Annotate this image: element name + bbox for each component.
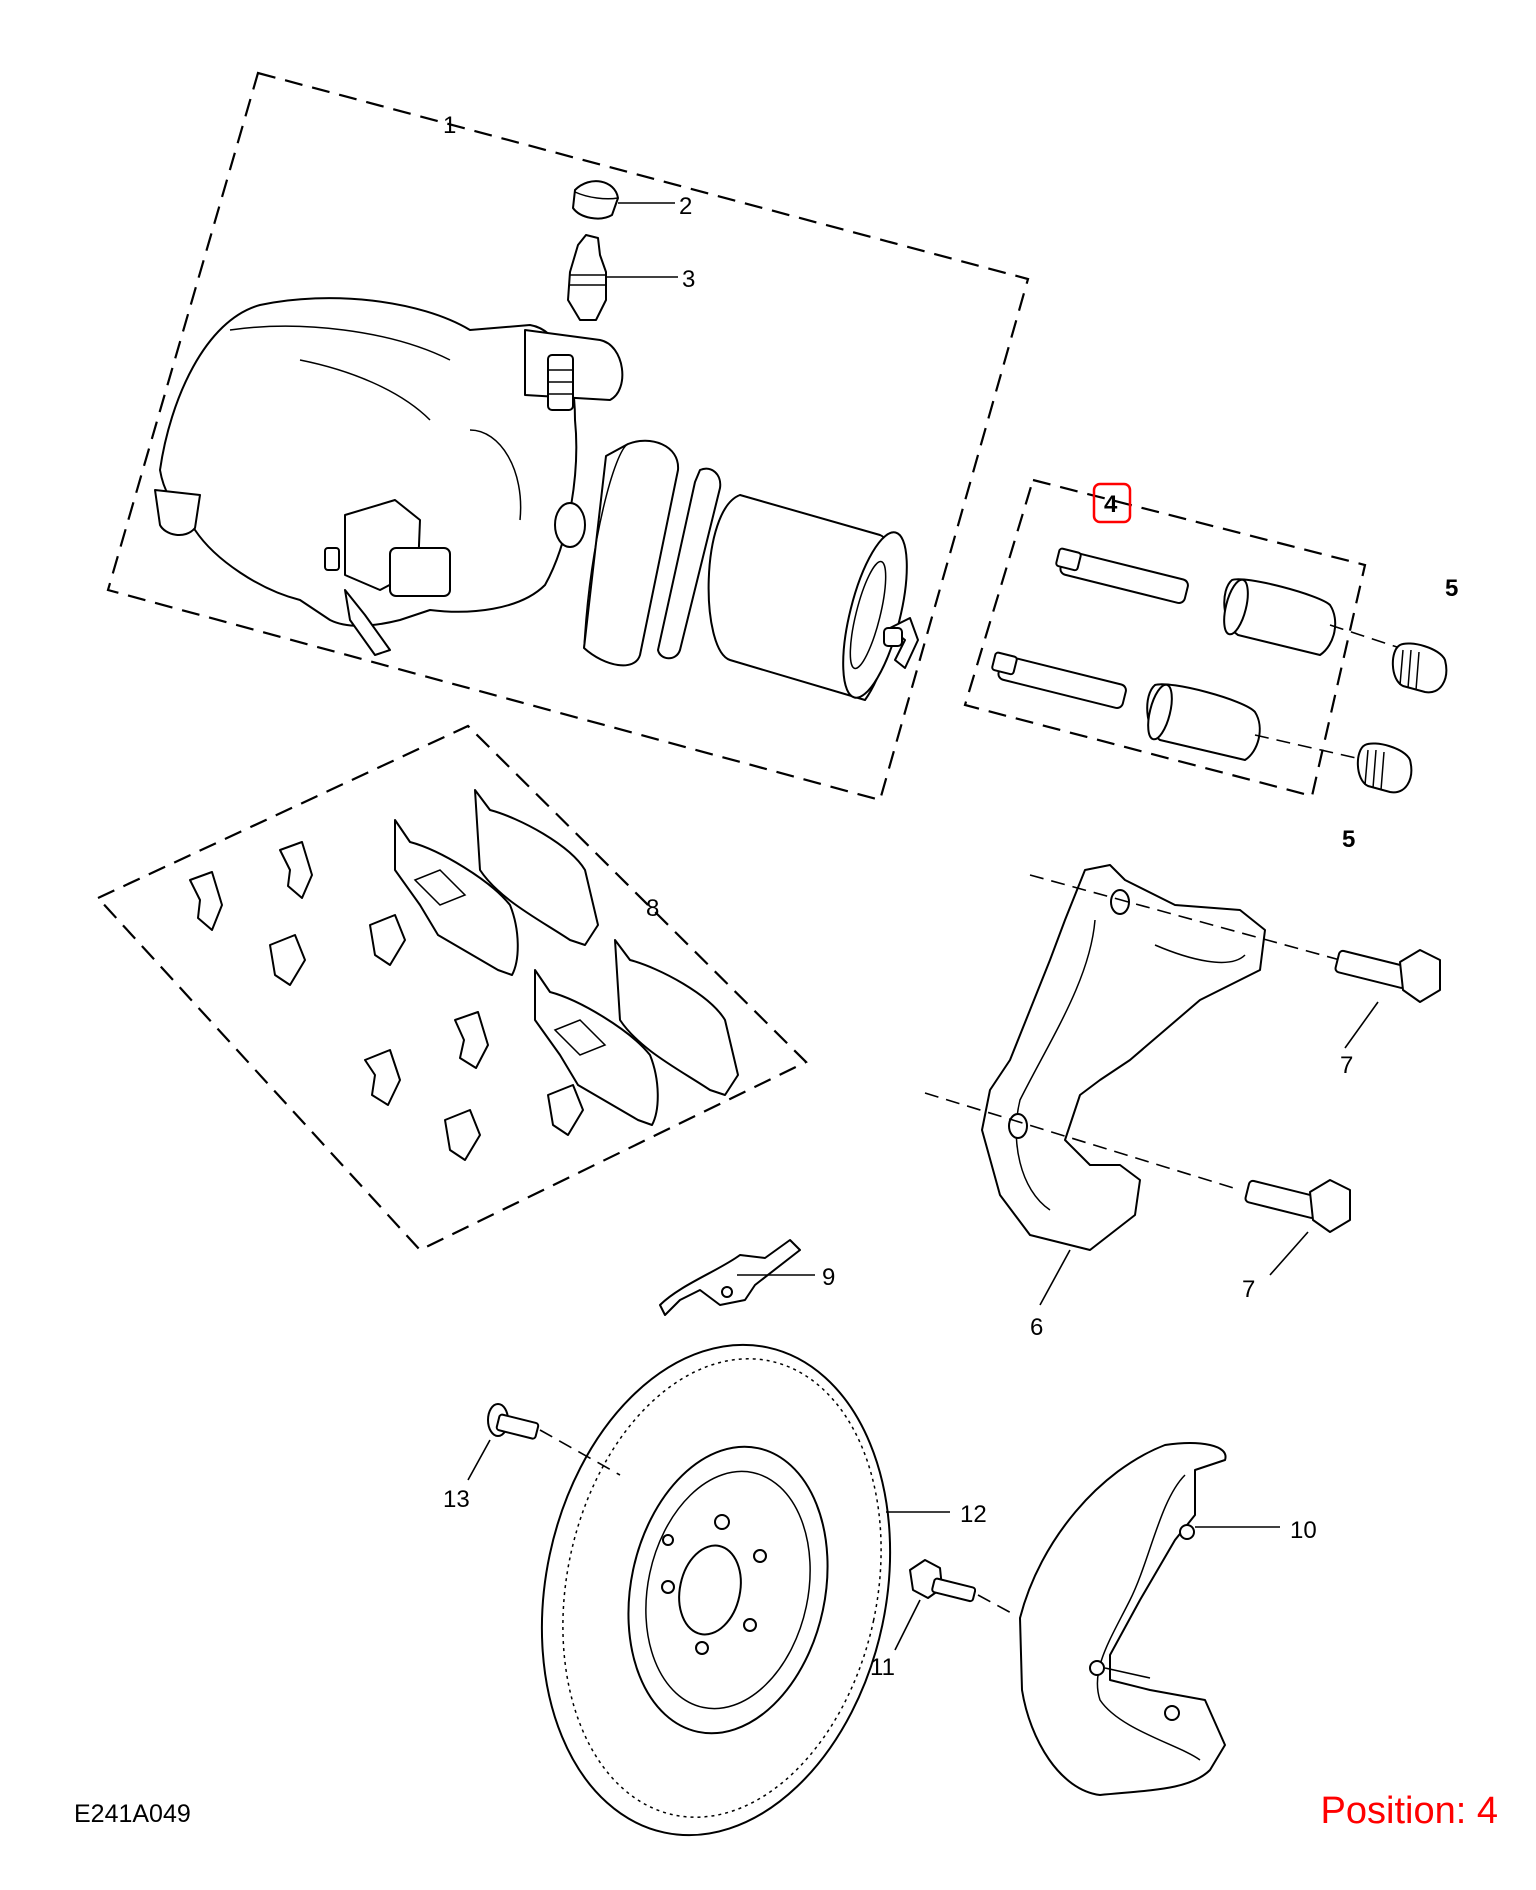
caliper-body[interactable] [154,297,624,656]
disc-screw-axis [539,1429,621,1476]
callout-2[interactable]: 2 [679,193,692,220]
leader-13 [467,1439,491,1481]
pad-clip[interactable] [269,934,306,986]
carrier-bolt-lower[interactable] [1244,1179,1351,1233]
brake-pad-inner-upper[interactable] [394,819,519,976]
bleed-screw[interactable] [567,234,607,321]
guide-pin-cap-lower[interactable] [1356,742,1413,794]
pad-spring-clip[interactable] [659,1239,801,1316]
brake-pad-outer-lower[interactable] [614,939,739,1096]
drawing-code: E241A049 [74,1800,191,1828]
piston[interactable] [707,494,920,704]
callout-7-lower[interactable]: 7 [1242,1276,1255,1303]
callout-4[interactable]: 4 [1104,491,1118,518]
brake-pad-inner-lower[interactable] [534,969,659,1126]
pad-clip[interactable] [189,871,223,931]
leader-10b [1104,1667,1151,1679]
callout-8[interactable]: 8 [646,895,659,922]
pad-clip[interactable] [547,1084,584,1136]
anti-rattle-clip-small[interactable] [883,617,919,669]
brake-disc[interactable] [498,1312,934,1868]
guide-pin-axis-upper [1329,624,1401,649]
leader-11 [894,1599,921,1651]
carrier-bolt-axis-lower [924,1092,1241,1191]
guide-pin-axis-lower [1254,734,1366,761]
bleed-screw-dust-cap[interactable] [572,180,619,220]
splash-shield[interactable] [1019,1442,1227,1796]
callout-5-upper[interactable]: 5 [1445,575,1458,602]
pad-clip[interactable] [369,914,406,966]
guide-pin-upper[interactable] [1055,547,1190,604]
callout-6[interactable]: 6 [1030,1314,1043,1341]
callout-5-lower[interactable]: 5 [1342,826,1355,853]
pad-clip[interactable] [279,841,313,899]
carrier-bolt-axis-upper [1029,874,1341,961]
callout-9[interactable]: 9 [822,1264,835,1291]
callout-12[interactable]: 12 [960,1501,987,1528]
callout-3[interactable]: 3 [682,266,695,293]
callout-11[interactable]: 11 [870,1654,895,1681]
pad-clip[interactable] [364,1049,401,1106]
piston-o-ring[interactable] [657,467,722,660]
callout-4-highlight [1092,482,1132,524]
guide-pin-boot-lower[interactable] [1144,682,1261,761]
leader-7-lower [1269,1231,1309,1276]
splash-shield-bolt[interactable] [909,1559,977,1603]
callout-1[interactable]: 1 [443,112,456,139]
brake-pad-set-boundary [96,724,808,1252]
guide-pin-kit-boundary [963,478,1367,798]
callout-13[interactable]: 13 [443,1486,470,1513]
leader-7-upper [1344,1001,1379,1049]
carrier-bolt-upper[interactable] [1334,949,1441,1003]
guide-pin-cap-upper[interactable] [1391,642,1448,694]
pad-clip[interactable] [454,1011,489,1069]
guide-pin-lower[interactable] [991,651,1128,709]
caliper-carrier[interactable] [981,864,1266,1251]
pad-clip[interactable] [444,1109,481,1161]
leader-6 [1039,1249,1071,1306]
guide-pin-boot-upper[interactable] [1220,577,1337,656]
disc-retaining-screw[interactable] [487,1403,540,1440]
shield-bolt-axis [977,1594,1016,1616]
position-label: Position: 4 [1320,1790,1498,1832]
piston-seal-ring[interactable] [583,439,680,667]
callout-10[interactable]: 10 [1290,1517,1317,1544]
brake-pad-outer-upper[interactable] [474,789,599,946]
callout-7-upper[interactable]: 7 [1340,1052,1353,1079]
